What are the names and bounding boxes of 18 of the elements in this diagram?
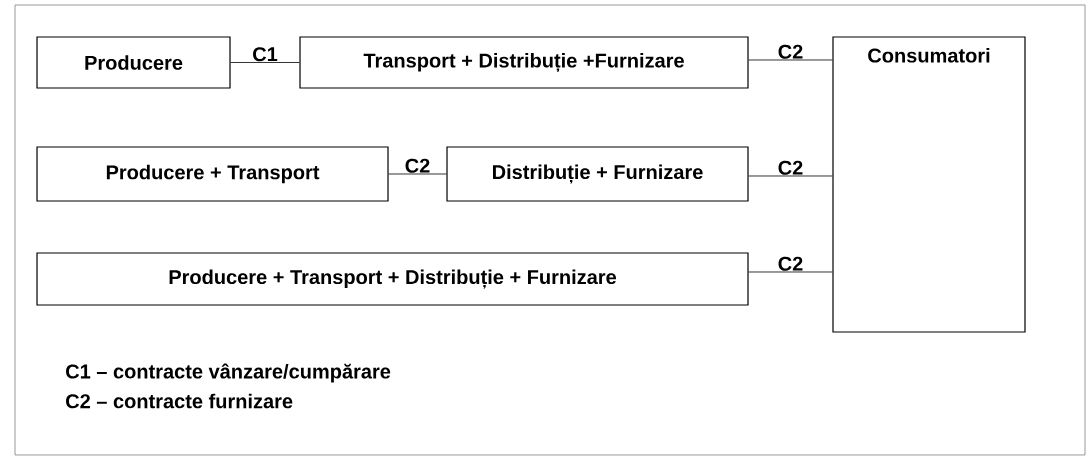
process-box: Consumatori [832,36,1026,333]
edge-label: C2 [778,160,803,175]
connector-line [230,62,300,63]
connector-line [388,173,447,175]
process-box: Producere + Transport + Distribuție + Furnizare [36,252,749,306]
legend-note: C1 – contracte vânzare/cumpărare [66,363,391,383]
process-box: Distribuție + Furnizare [446,146,749,202]
connector-line [748,271,833,273]
edge-label: C2 [778,44,803,59]
edge-label: C2 [405,158,430,173]
legend-note: C2 – contracte furnizare [66,393,293,409]
process-box: Producere + Transport [36,146,389,202]
process-box: Transport + Distribuție +Furnizare [299,36,749,89]
connector-line [748,175,833,177]
process-box: Producere [36,36,231,89]
edge-label: C1 [253,47,278,62]
connector-line [748,59,833,61]
edge-label: C2 [778,256,803,271]
